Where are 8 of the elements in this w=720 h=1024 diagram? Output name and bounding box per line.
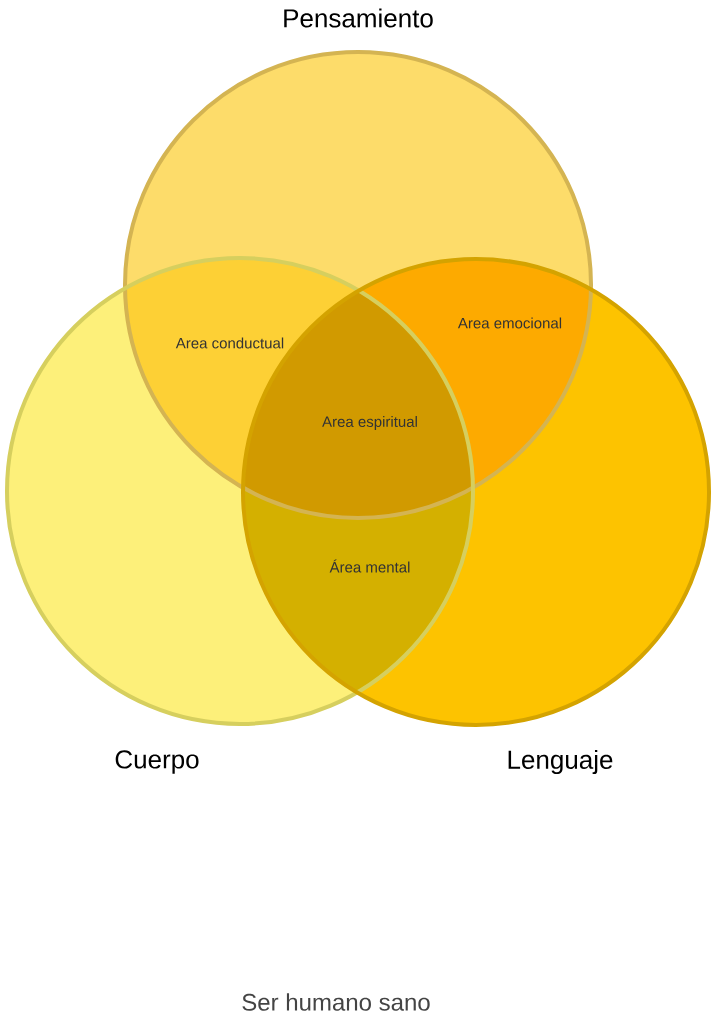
region-label: Area espiritual xyxy=(322,416,417,430)
node-label: Lenguaje xyxy=(508,749,613,775)
region-label: Area emocional xyxy=(457,317,562,329)
region-label: Area conductual xyxy=(175,337,284,349)
node-label: Pensamiento xyxy=(284,8,433,28)
node-label: Cuerpo xyxy=(115,750,199,774)
caption: Ser humano sano xyxy=(242,993,430,1011)
region-label: Área mental xyxy=(329,559,410,573)
